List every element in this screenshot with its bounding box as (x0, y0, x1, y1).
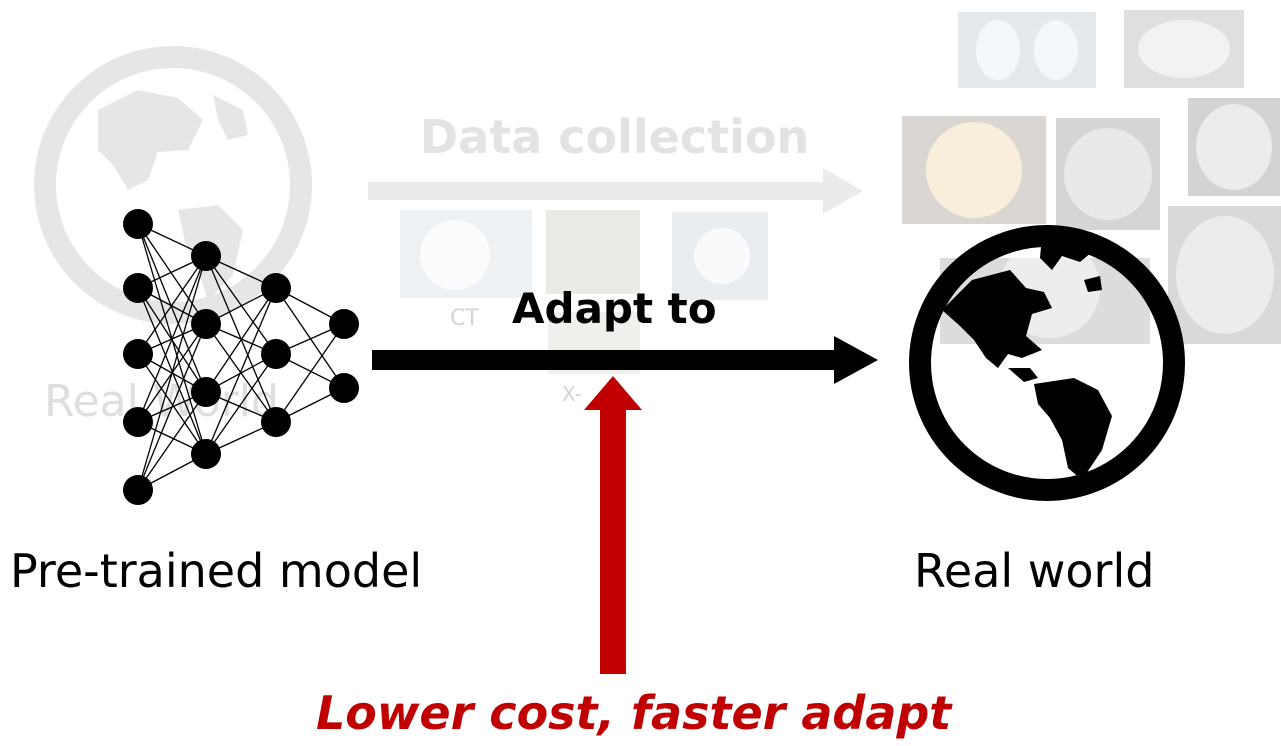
red-up-arrow (584, 376, 642, 674)
data-collection-label: Data collection (420, 110, 810, 164)
xray-machine-thumbnail (546, 210, 640, 294)
abdomen-ct-thumbnail (1124, 10, 1244, 88)
modality-ct-label: CT (450, 306, 479, 331)
real-world-label: Real world (914, 544, 1155, 598)
globe-icon (909, 225, 1185, 501)
fundus-thumbnail (902, 116, 1046, 224)
mri-machine-thumbnail (672, 212, 768, 300)
neural-network-icon (123, 209, 359, 505)
data-collection-arrow (368, 168, 863, 214)
chest-xray-thumbnail (958, 12, 1096, 88)
ct-scanner-thumbnail (400, 210, 532, 298)
lung-ct-thumbnail (1168, 206, 1281, 344)
pretrained-model-label: Pre-trained model (10, 544, 423, 598)
lower-cost-faster-adapt-label: Lower cost, faster adapt (316, 686, 952, 740)
brain-mri-thumbnail (1188, 98, 1280, 196)
liver-ct-thumbnail (1056, 118, 1160, 230)
modality-xray-label: X- (562, 382, 582, 406)
ghost-globe-icon (34, 46, 312, 324)
ghost-real-world-text: Real World (44, 376, 279, 427)
adapt-to-label: Adapt to (512, 284, 717, 333)
adapt-arrow (372, 336, 878, 384)
